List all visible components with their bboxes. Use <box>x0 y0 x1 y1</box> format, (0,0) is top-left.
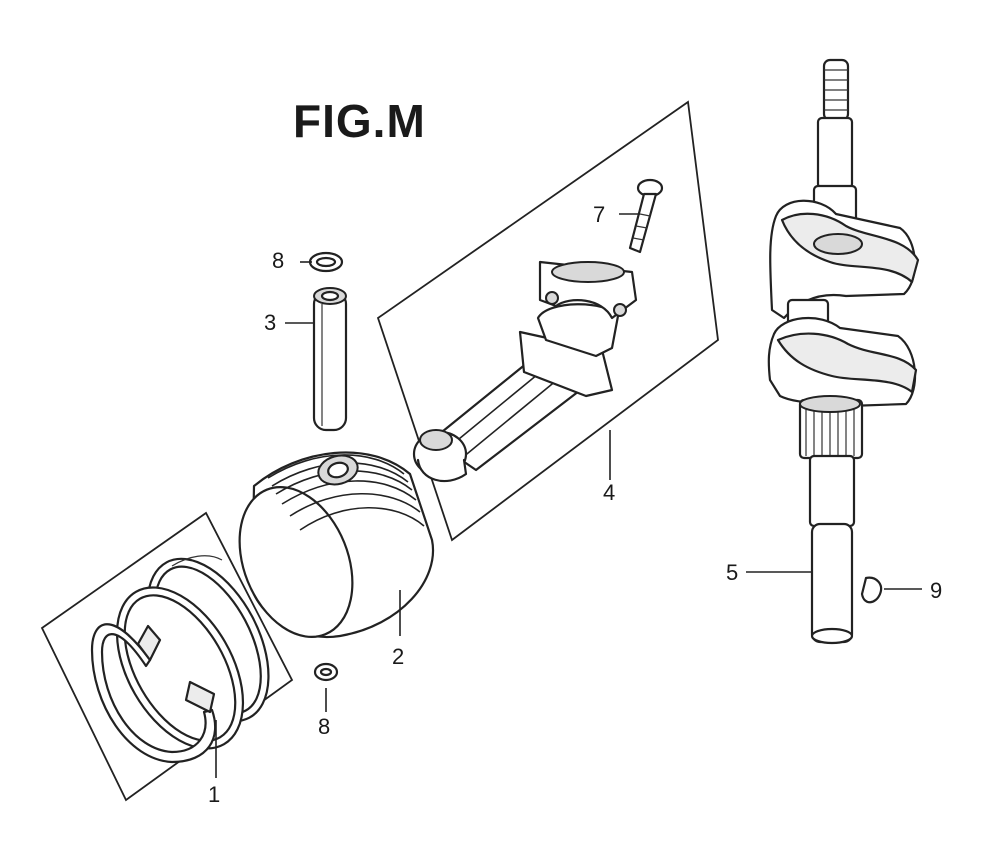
callout-pin-clip-top: 8 <box>272 248 285 273</box>
callout-crankshaft: 5 <box>726 560 739 585</box>
piston-pin-icon <box>312 287 348 432</box>
callout-pin-clip-bottom: 8 <box>318 714 331 739</box>
callout-piston-pin: 3 <box>264 310 277 335</box>
piston-icon <box>238 451 435 639</box>
callout-woodruff-key: 9 <box>930 578 943 603</box>
piston-rings-icon <box>90 555 270 764</box>
piston-rings-frame <box>40 511 294 802</box>
callout-piston: 2 <box>392 644 405 669</box>
callout-rod-bolt: 7 <box>593 202 606 227</box>
crankshaft-icon <box>767 58 920 645</box>
callout-piston-rings: 1 <box>208 782 221 807</box>
figure-title: FIG.M <box>293 95 426 147</box>
leader-lines <box>215 213 922 778</box>
pin-clip-bottom-icon <box>313 662 339 682</box>
callout-connecting-rod: 4 <box>603 480 616 505</box>
connecting-rod-icon <box>412 260 638 483</box>
rod-bolt-icon <box>628 178 664 254</box>
pin-clip-top-icon <box>308 251 344 273</box>
woodruff-key-icon <box>860 576 883 604</box>
